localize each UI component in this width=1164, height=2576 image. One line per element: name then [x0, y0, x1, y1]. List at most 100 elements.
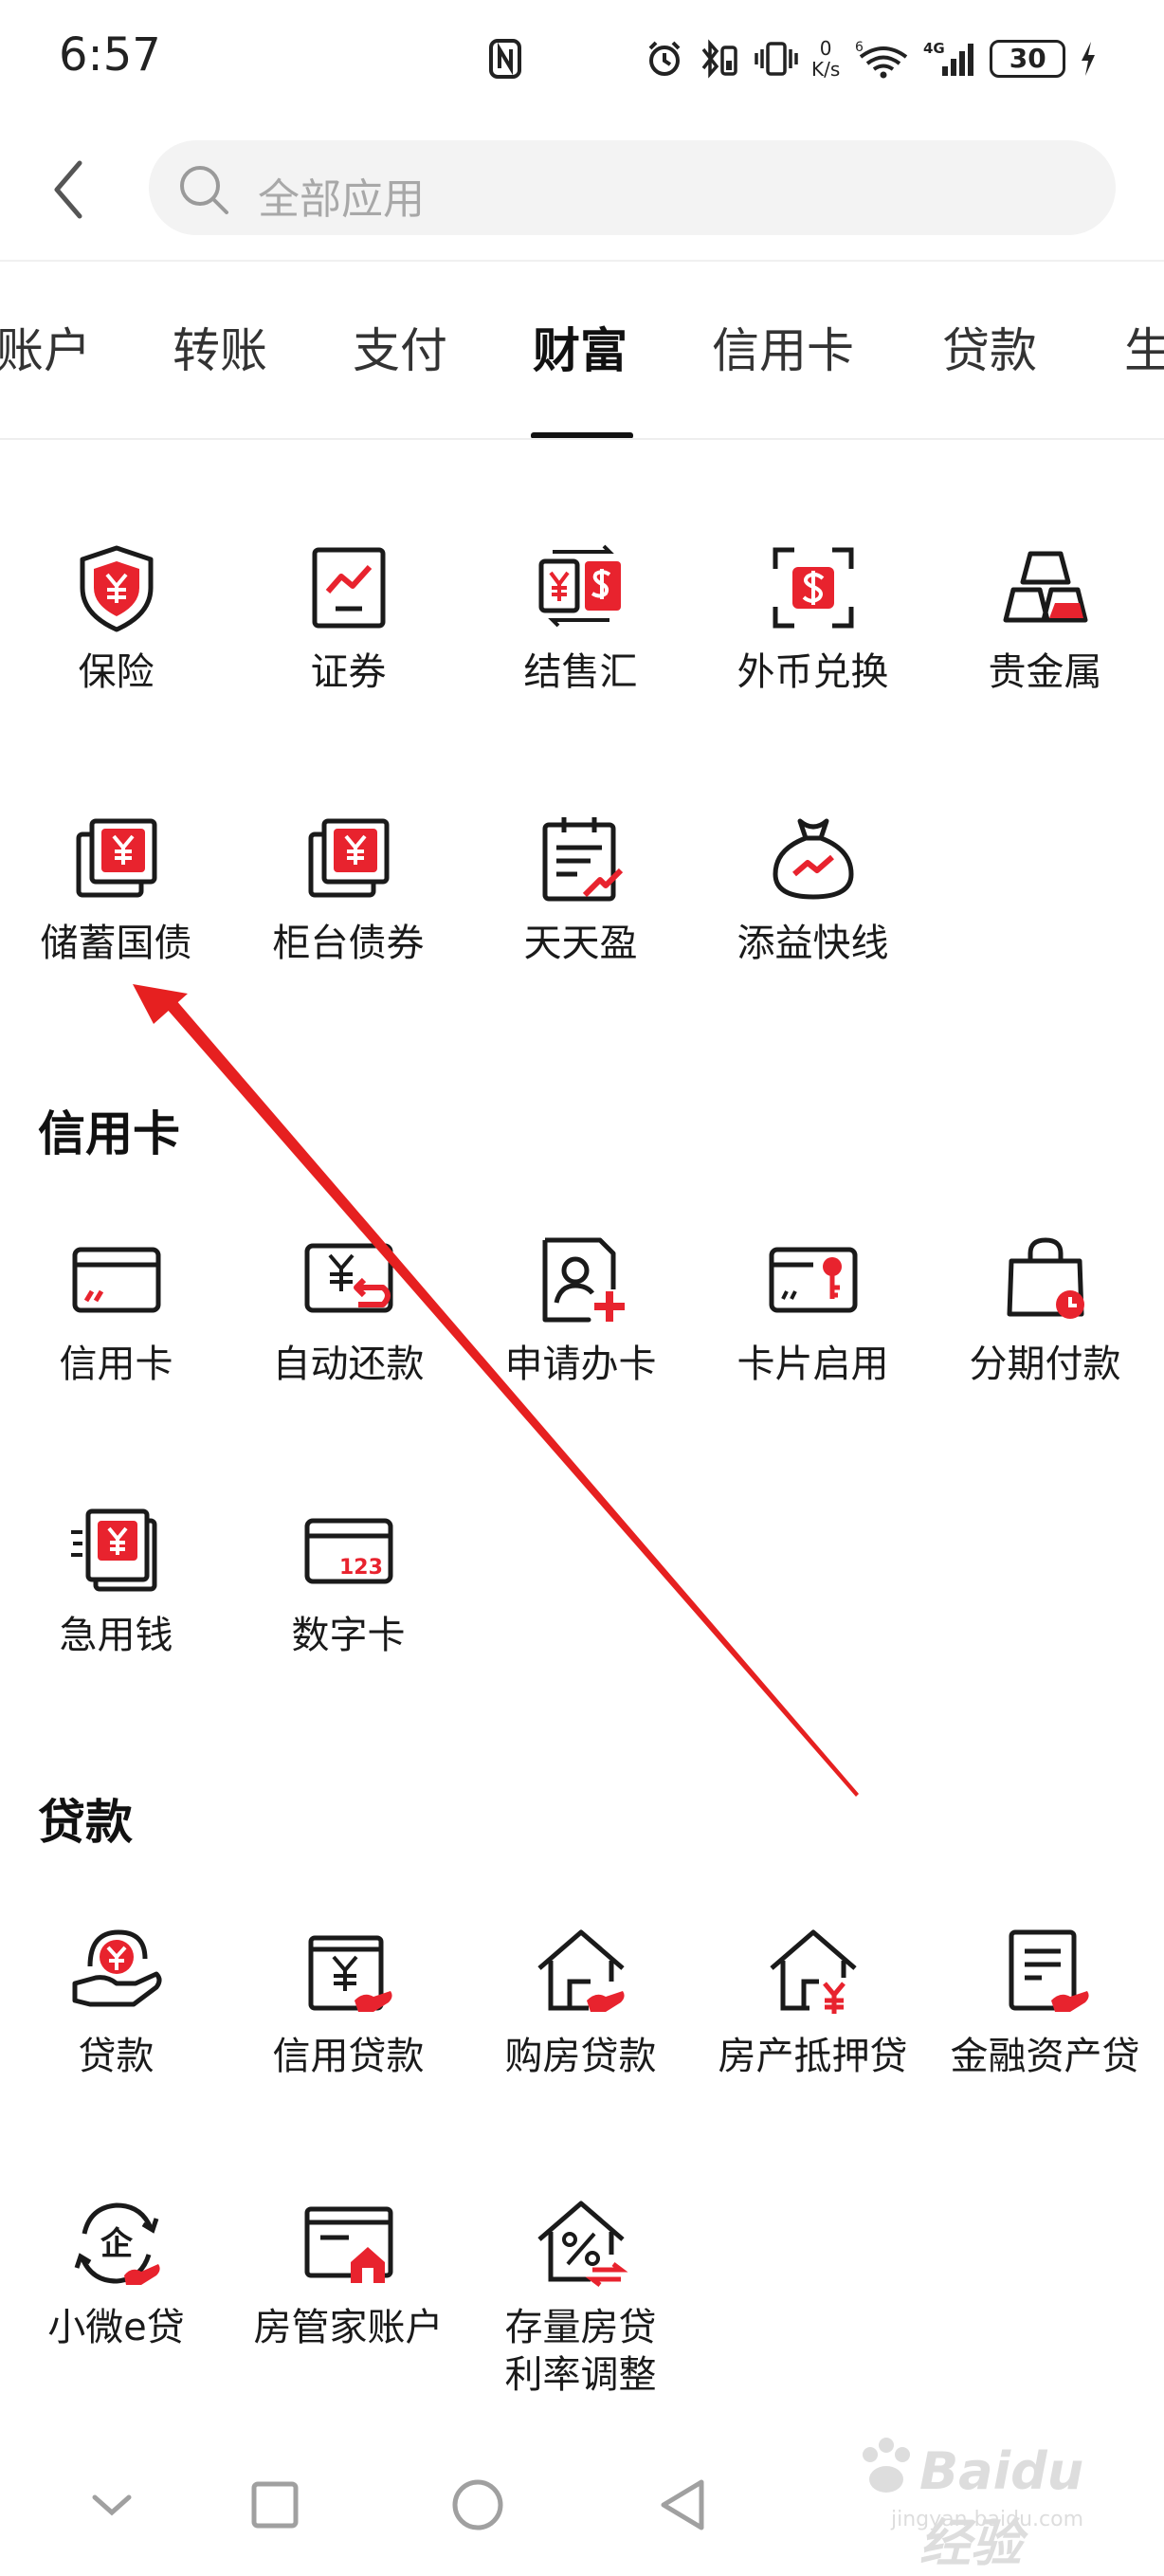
urgent-cash-icon: [70, 1508, 156, 1592]
item-label: 贷款: [78, 2035, 155, 2078]
item-label: 房产抵押贷: [718, 2035, 908, 2078]
item-label: 证券: [310, 650, 387, 694]
watermark: Baidu经验 jingyan.baidu.com: [853, 2432, 1119, 2573]
item-label: 保险: [78, 650, 155, 694]
item-housekeeper-account[interactable]: 房管家账户: [232, 2196, 464, 2351]
item-label: 外币兑换: [737, 650, 889, 694]
watermark-url: jingyan.baidu.com: [891, 2508, 1084, 2531]
cellular-signal-icon: 4G: [923, 40, 974, 76]
enterprise-cycle-icon: 企: [74, 2202, 160, 2285]
item-label: 信用贷款: [272, 2035, 425, 2078]
item-auto-repay[interactable]: 自动还款: [232, 1233, 464, 1388]
window-house-icon: [304, 2206, 392, 2283]
network-speed-unit: K/s: [811, 58, 841, 81]
item-urgent-cash[interactable]: 急用钱: [0, 1504, 232, 1659]
tab-credit-card[interactable]: 信用卡: [712, 323, 854, 378]
battery-indicator: 30: [990, 40, 1066, 78]
bond-stack-icon: [308, 818, 389, 898]
status-time: 6:57: [59, 28, 161, 82]
item-mortgage[interactable]: 购房贷款: [464, 1925, 697, 2080]
digital-card-icon: 123: [304, 1518, 392, 1584]
item-tianyi-express[interactable]: 添益快线: [697, 812, 929, 967]
status-bar: 6:57 0 K/s 6 4G: [0, 0, 1164, 118]
charging-icon: [1082, 42, 1096, 76]
search-box[interactable]: 全部应用: [149, 140, 1116, 235]
bluetooth-battery-icon: [701, 39, 737, 79]
network-speed-value: 0: [819, 37, 832, 60]
dollar-scan-icon: [773, 547, 853, 629]
tab-account[interactable]: 账户: [0, 323, 91, 378]
item-mortgage-rate-adjust[interactable]: 存量房贷 利率调整: [464, 2196, 697, 2399]
calendar-trend-icon: [542, 817, 623, 902]
item-label: 急用钱: [59, 1614, 173, 1657]
item-small-micro-eloan[interactable]: 企 小微e贷: [0, 2196, 232, 2351]
item-label: 贵金属: [988, 650, 1102, 694]
nfc-icon: [489, 39, 521, 79]
item-insurance[interactable]: 保险: [0, 540, 232, 696]
paw-logo-icon: [863, 2438, 910, 2493]
back-button[interactable]: [42, 152, 99, 228]
item-label: 小微e贷: [47, 2306, 185, 2349]
item-label: 卡片启用: [737, 1343, 889, 1386]
shield-yuan-icon: [80, 545, 153, 632]
auto-repay-icon: [304, 1243, 392, 1313]
item-securities[interactable]: 证券: [232, 540, 464, 696]
item-label: 自动还款: [272, 1343, 425, 1386]
tabs-divider: [0, 438, 1164, 440]
item-credit-loan[interactable]: 信用贷款: [232, 1925, 464, 2080]
item-property-mortgage[interactable]: 房产抵押贷: [697, 1925, 929, 2080]
item-label: 房管家账户: [253, 2306, 444, 2349]
stock-chart-icon: [312, 547, 385, 629]
item-installment[interactable]: 分期付款: [929, 1233, 1161, 1388]
item-counter-bonds[interactable]: 柜台债券: [232, 812, 464, 967]
vibrate-icon: [755, 42, 798, 76]
card-key-icon: [769, 1247, 857, 1313]
item-foreign-exchange[interactable]: 外币兑换: [697, 540, 929, 696]
nav-recents-button[interactable]: [237, 2467, 313, 2543]
tab-wealth[interactable]: 财富: [533, 323, 627, 378]
alarm-icon: [648, 41, 681, 76]
item-label: 信用卡: [59, 1343, 173, 1386]
item-fx-settlement[interactable]: 结售汇: [464, 540, 697, 696]
item-label: 储蓄国债: [40, 922, 192, 965]
item-financial-asset-loan[interactable]: 金融资产贷: [929, 1925, 1161, 2080]
wifi-icon: 6: [855, 40, 908, 79]
item-label: 申请办卡: [504, 1343, 657, 1386]
hand-yuan-icon: [72, 1929, 161, 2007]
nav-home-button[interactable]: [440, 2467, 516, 2543]
item-credit-card[interactable]: 信用卡: [0, 1233, 232, 1388]
item-label: 金融资产贷: [950, 2035, 1140, 2078]
currency-exchange-icon: [538, 544, 621, 628]
item-label: 数字卡: [291, 1614, 406, 1657]
item-tiantianying[interactable]: 天天盈: [464, 812, 697, 967]
credit-loan-icon: [308, 1935, 392, 2012]
house-yuan-icon: [769, 1929, 857, 2014]
item-savings-bonds[interactable]: 储蓄国债: [0, 812, 232, 967]
document-hand-icon: [1009, 1929, 1089, 2012]
network-speed: 0 K/s: [811, 38, 840, 80]
tab-payment[interactable]: 支付: [353, 323, 447, 378]
credit-card-icon: [72, 1247, 160, 1313]
header: 全部应用: [0, 123, 1164, 256]
tab-loan[interactable]: 贷款: [942, 323, 1037, 378]
item-card-activation[interactable]: 卡片启用: [697, 1233, 929, 1388]
item-label: 购房贷款: [504, 2035, 657, 2078]
bag-clock-icon: [1007, 1237, 1084, 1319]
tab-transfer[interactable]: 转账: [173, 323, 267, 378]
tab-life[interactable]: 生: [1124, 323, 1164, 378]
category-tabs: 账户 转账 支付 财富 信用卡 贷款 生: [0, 284, 1164, 439]
nav-collapse-button[interactable]: [74, 2467, 150, 2543]
item-apply-card[interactable]: 申请办卡: [464, 1233, 697, 1388]
digital-card-number: 123: [339, 1556, 383, 1580]
nav-back-button[interactable]: [645, 2467, 720, 2543]
apply-card-icon: [542, 1237, 625, 1323]
network-type: 4G: [923, 40, 945, 57]
item-precious-metals[interactable]: 贵金属: [929, 540, 1161, 696]
search-icon: [180, 166, 228, 214]
house-percent-icon: [537, 2201, 627, 2287]
item-digital-card[interactable]: 123 数字卡: [232, 1504, 464, 1659]
section-title-loan: 贷款: [38, 1795, 133, 1850]
section-title-credit-card: 信用卡: [38, 1106, 180, 1161]
item-loan[interactable]: 贷款: [0, 1925, 232, 2080]
gold-bars-icon: [1003, 551, 1087, 623]
